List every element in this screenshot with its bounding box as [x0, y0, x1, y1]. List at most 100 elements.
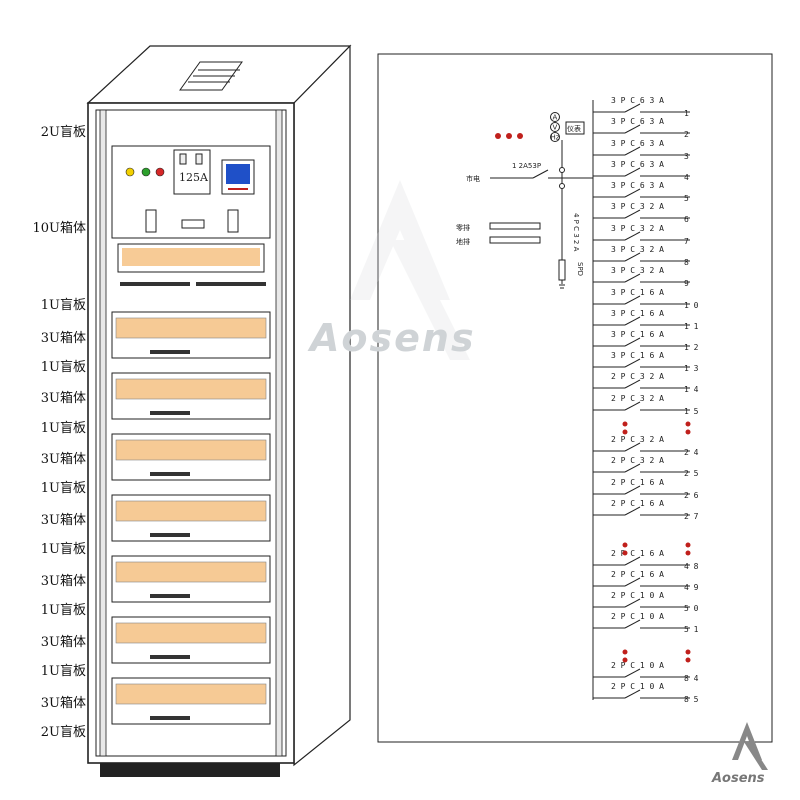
branch-number: 8 5 [684, 695, 699, 704]
distribution-box [111, 372, 271, 420]
svg-text:地排: 地排 [456, 237, 470, 246]
branch-breaker-label: 2 P C 1 6 A [611, 570, 664, 579]
cabinet-vent [179, 61, 243, 91]
indicator-red [155, 167, 165, 177]
svg-text:A: A [553, 114, 558, 122]
unit-label: 2U盲板 [40, 725, 86, 740]
watermark-text: Aosens [310, 316, 476, 360]
distribution-box [111, 555, 271, 603]
distribution-box [111, 311, 271, 359]
branch-circuit: 3 P C 1 6 A 1 1 [593, 309, 699, 331]
branch-number: 8 4 [684, 674, 699, 683]
branch-breaker-label: 3 P C 1 6 A [611, 351, 664, 360]
branch-circuit: 2 P C 3 2 A2 5 [593, 456, 699, 478]
branch-circuit: 2 P C 1 6 A 2 6 [593, 478, 699, 500]
svg-text:Hz: Hz [551, 134, 560, 142]
branch-number: 4 [684, 173, 689, 182]
unit-label: 1U盲板 [40, 603, 86, 618]
branch-number: 1 2 [684, 343, 699, 352]
branch-circuit: 2 P C 1 0 A8 5 [593, 682, 699, 704]
branch-number: 7 [684, 237, 689, 246]
svg-text:V: V [553, 124, 558, 132]
branch-breaker-label: 2 P C 1 0 A [611, 612, 664, 621]
branch-breaker-label: 2 P C 3 2 A [611, 394, 664, 403]
branch-breaker-label: 3 P C 1 6 A [611, 288, 664, 297]
branch-circuit: 3 P C 1 6 A1 3 [593, 351, 699, 373]
unit-label: 3U箱体 [40, 696, 86, 711]
branch-number: 5 0 [684, 604, 699, 613]
svg-text:4 P C 3 2 A: 4 P C 3 2 A [572, 213, 580, 252]
unit-label: 3U箱体 [40, 635, 86, 650]
branch-circuit: 3 P C 3 2 A 6 [593, 202, 690, 224]
branch-number: 1 5 [684, 407, 699, 416]
svg-text:SPD: SPD [576, 262, 584, 276]
branch-breaker-label: 3 P C 3 2 A [611, 266, 664, 275]
branch-number: 5 [684, 194, 689, 203]
branch-number: 1 4 [684, 385, 699, 394]
branch-circuit: 3 P C 6 3 A1 [593, 96, 690, 118]
unit-label: 3U箱体 [40, 331, 86, 346]
branch-breaker-label: 3 P C 3 2 A [611, 202, 664, 211]
branch-circuit: 3 P C 6 3 A 2 [593, 117, 690, 139]
branch-circuit: 2 P C 3 2 A1 4 [593, 372, 699, 394]
branch-breaker-label: 3 P C 6 3 A [611, 117, 664, 126]
unit-label: 3U箱体 [40, 391, 86, 406]
breaker-row-main [122, 248, 260, 266]
distribution-box [111, 494, 271, 542]
unit-label: 3U箱体 [40, 513, 86, 528]
branch-circuit: 2 P C 3 2 A 1 5 [593, 394, 699, 416]
unit-label: 1U盲板 [40, 421, 86, 436]
branch-number: 6 [684, 215, 689, 224]
branch-circuit: 2 P C 1 0 A 8 4 [593, 661, 699, 683]
svg-text:零排: 零排 [456, 223, 470, 232]
branch-breaker-label: 3 P C 6 3 A [611, 139, 664, 148]
branch-breaker-label: 2 P C 1 6 A [611, 478, 664, 487]
distribution-box [111, 433, 271, 481]
busbar-group: 零排 地排 [456, 222, 541, 246]
branch-breaker-label: 3 P C 3 2 A [611, 245, 664, 254]
svg-text:1 2A53P: 1 2A53P [512, 162, 541, 170]
branch-breaker-label: 3 P C 6 3 A [611, 181, 664, 190]
branch-number: 8 [684, 258, 689, 267]
branch-breaker-label: 3 P C 6 3 A [611, 96, 664, 105]
branch-number: 3 [684, 152, 689, 161]
branch-number: 9 [684, 279, 689, 288]
branch-circuit: 3 P C 1 6 A 1 0 [593, 288, 699, 310]
meter-group: A V Hz 仪表 [495, 112, 585, 142]
branch-circuit: 3 P C 3 2 A 8 [593, 245, 690, 267]
branch-breaker-label: 3 P C 6 3 A [611, 160, 664, 169]
cabinet-plinth [100, 763, 280, 777]
branch-number: 2 7 [684, 512, 699, 521]
branch-breaker-label: 2 P C 1 6 A [611, 549, 664, 558]
branch-breaker-label: 3 P C 1 6 A [611, 309, 664, 318]
unit-label: 1U盲板 [40, 542, 86, 557]
branch-circuits: 3 P C 6 3 A13 P C 6 3 A23 P C 6 3 A33 P … [593, 96, 699, 704]
branch-circuit: 2 P C 1 6 A4 8 [593, 549, 699, 571]
svg-text:仪表: 仪表 [567, 124, 581, 133]
unit-label: 3U箱体 [40, 452, 86, 467]
branch-circuit: 3 P C 3 2 A 9 [593, 266, 690, 288]
branch-number: 5 1 [684, 625, 699, 634]
mains-input: 市电 1 2A53P 4 P C 3 2 A SPD [466, 140, 593, 289]
branch-number: 1 0 [684, 301, 699, 310]
indicator-green [141, 167, 151, 177]
branch-number: 1 1 [684, 322, 699, 331]
unit-label: 2U盲板 [40, 125, 86, 140]
branch-number: 2 [684, 130, 689, 139]
branch-circuit: 3 P C 6 3 A 5 [593, 181, 690, 203]
branch-circuit: 2 P C 1 0 A5 0 [593, 591, 699, 613]
ellipsis-dots [622, 421, 691, 663]
branch-circuit: 2 P C 1 0 A 5 1 [593, 612, 699, 634]
main-panel: 125A [111, 145, 271, 286]
schematic-border [377, 53, 773, 743]
branch-circuit: 3 P C 1 6 A1 2 [593, 330, 699, 352]
branch-circuit: 2 P C 1 6 A2 7 [593, 499, 699, 521]
branch-breaker-label: 2 P C 1 0 A [611, 661, 664, 670]
unit-label: 1U盲板 [40, 360, 86, 375]
unit-label: 3U箱体 [40, 574, 86, 589]
svg-text:市电: 市电 [466, 174, 480, 183]
branch-number: 2 6 [684, 491, 699, 500]
corner-logo [732, 722, 768, 770]
unit-label: 10U箱体 [32, 221, 87, 236]
